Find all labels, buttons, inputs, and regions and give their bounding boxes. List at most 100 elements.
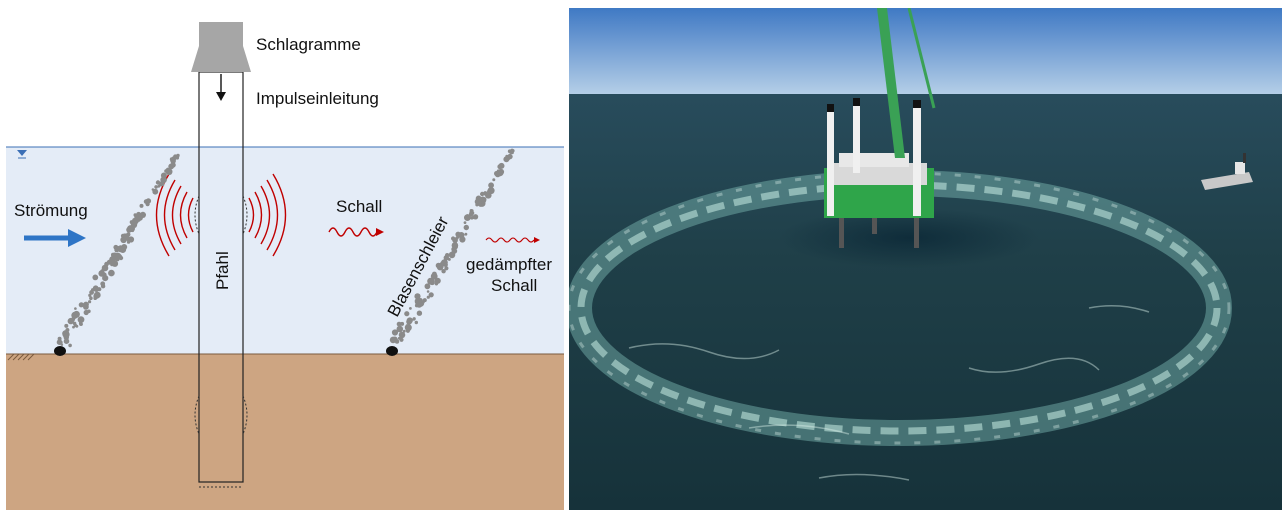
hammer — [191, 22, 251, 72]
bubble — [475, 200, 481, 206]
bubble-nozzle-left — [54, 346, 66, 356]
bubble — [176, 153, 180, 158]
bubble — [57, 336, 62, 341]
soil-hatch-icon — [7, 353, 35, 361]
bubble — [398, 331, 406, 339]
bubble — [464, 232, 468, 236]
bubble — [72, 321, 77, 326]
bubble — [406, 318, 412, 325]
jack-up-platform — [824, 7, 936, 248]
sea-foam-streaks — [628, 305, 1150, 481]
bubble — [117, 255, 121, 259]
bubble — [88, 293, 92, 297]
bubble — [424, 283, 431, 290]
bubble — [428, 292, 434, 298]
bubble — [441, 269, 446, 274]
bubble — [416, 310, 423, 316]
bubble-curtain-diagram: Schlagramme Impulseinleitung Strömung Pf… — [0, 0, 564, 510]
sky — [569, 8, 1282, 96]
label-pile: Pfahl — [213, 251, 232, 290]
bubble — [447, 257, 451, 261]
bubble — [114, 247, 120, 253]
bubble — [102, 275, 109, 282]
label-sound: Schall — [336, 197, 382, 216]
bubble-column-right — [389, 148, 515, 344]
bubble — [404, 311, 410, 317]
bubble — [139, 203, 144, 208]
bubble — [134, 221, 138, 225]
bubble-column-left — [56, 153, 180, 348]
label-damped-sound-line2: Schall — [491, 276, 537, 295]
diagram-canvas: Schlagramme Impulseinleitung Strömung Pf… — [6, 22, 564, 510]
bubble — [464, 214, 471, 222]
bubble — [507, 153, 513, 160]
bubble — [430, 272, 438, 280]
bubble — [88, 300, 92, 304]
bubble — [78, 302, 84, 308]
bubble — [72, 325, 75, 329]
bubble — [487, 189, 492, 194]
bubble — [405, 328, 410, 333]
bubble — [111, 252, 118, 259]
impulse-arrow-icon — [216, 74, 226, 101]
bubble — [160, 182, 165, 187]
bubble — [74, 307, 77, 310]
bubble — [152, 188, 159, 195]
bubble — [463, 224, 469, 231]
label-current: Strömung — [14, 201, 88, 220]
label-impulse: Impulseinleitung — [256, 89, 379, 108]
bubble — [101, 264, 109, 272]
bubble — [400, 321, 405, 326]
bubble — [154, 185, 158, 189]
sound-wave-icon — [328, 227, 384, 237]
bubble — [434, 277, 441, 284]
bubble — [412, 317, 416, 321]
bubble — [498, 162, 505, 169]
bubble — [414, 320, 418, 325]
bubble-nozzle-right — [386, 346, 398, 356]
bubble — [428, 278, 434, 284]
bubble — [422, 298, 427, 303]
bubble — [405, 324, 409, 328]
bubble — [60, 343, 64, 346]
photo-canvas — [566, 7, 1282, 510]
bubble — [402, 329, 406, 333]
crane-boom — [877, 8, 905, 158]
bubble — [168, 163, 175, 170]
bubble — [68, 343, 72, 348]
bubble — [394, 339, 400, 344]
bubble — [169, 157, 174, 162]
bubble — [409, 307, 412, 310]
bubble — [157, 184, 161, 188]
bubble — [414, 293, 421, 300]
bubble — [137, 212, 142, 218]
current-arrow-icon — [24, 229, 86, 247]
bubble — [101, 282, 105, 286]
label-hammer: Schlagramme — [256, 35, 361, 54]
label-damped-sound-line1: gedämpfter — [466, 255, 552, 274]
bubble — [75, 324, 79, 328]
bubble — [396, 321, 402, 327]
bubble — [92, 274, 99, 281]
seabed — [6, 354, 564, 510]
water-level-icon — [17, 150, 27, 159]
bubble — [62, 331, 68, 337]
bubble — [64, 323, 69, 328]
bubble — [391, 329, 399, 336]
bubble — [492, 178, 496, 182]
bubble — [113, 261, 117, 265]
bubble — [497, 168, 505, 175]
bubble — [488, 182, 494, 189]
bubble — [83, 304, 89, 310]
bubble — [67, 317, 75, 325]
bubble — [470, 210, 475, 216]
bubble — [71, 311, 79, 319]
bubble — [414, 298, 422, 306]
bubble — [108, 269, 115, 277]
bubble — [165, 168, 171, 174]
bubble — [89, 296, 93, 301]
bubble — [77, 316, 85, 323]
bubble — [444, 266, 449, 271]
sound-waves-right — [248, 173, 287, 257]
bubble — [438, 263, 444, 270]
